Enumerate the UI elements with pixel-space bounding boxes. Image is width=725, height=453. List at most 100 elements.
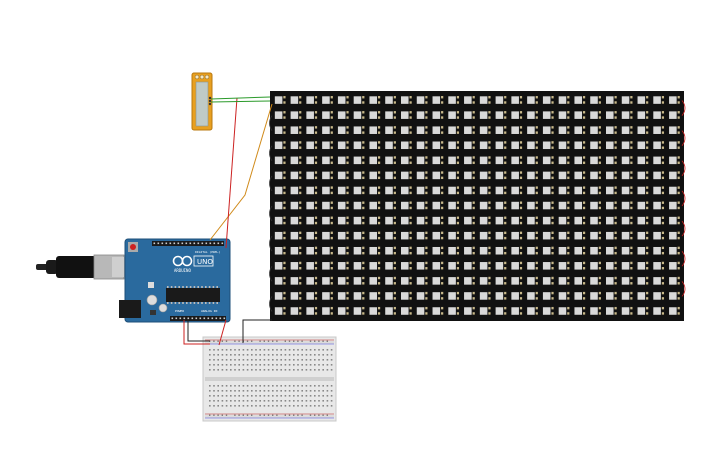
led-pixel [495, 246, 504, 255]
led-pixel [590, 111, 598, 119]
led-pixel [653, 111, 661, 119]
led-pixel [495, 292, 504, 300]
led-pixel [495, 262, 504, 270]
led-pixel [558, 216, 567, 225]
led-pixel [432, 262, 441, 270]
led-pixel [464, 262, 472, 270]
usb-cable[interactable] [36, 254, 125, 280]
power-analog-header[interactable] [170, 316, 226, 321]
led-pixel [432, 277, 441, 285]
led-pixel [385, 201, 393, 210]
led-pixel [605, 171, 614, 180]
led-pixel [274, 231, 283, 240]
led-pixel [558, 111, 567, 119]
led-pixel [448, 277, 456, 285]
arduino-uno-board[interactable]: ARDUINO UNO DIGITAL (PWM~) POWER ANALOG … [36, 238, 231, 323]
led-pixel [353, 246, 362, 255]
led-pixel [369, 171, 378, 180]
led-pixel [558, 277, 567, 285]
led-pixel [337, 292, 346, 300]
led-pixel [385, 141, 393, 150]
led-pixel [653, 171, 661, 180]
signal-wire-green-1[interactable] [210, 96, 271, 100]
led-pixel [621, 141, 630, 150]
led-pixel [369, 96, 378, 104]
power-wire-red-top[interactable] [225, 97, 238, 249]
led-pixel [322, 141, 330, 150]
led-pixel [511, 307, 519, 315]
led-pixel [511, 156, 519, 165]
led-pixel [400, 262, 409, 270]
led-pixel [448, 126, 456, 134]
led-pixel [479, 111, 488, 119]
dc-power-jack[interactable] [119, 300, 141, 318]
led-pixel [464, 126, 472, 134]
led-pixel [637, 246, 646, 255]
led-pixel [621, 216, 630, 225]
led-pixel [511, 201, 519, 210]
led-pixel [495, 111, 504, 119]
led-pixel [574, 156, 583, 165]
led-pixel [621, 231, 630, 240]
led-pixel [495, 171, 504, 180]
led-pixel [432, 186, 441, 195]
led-pixel [353, 307, 362, 315]
led-pixel [621, 96, 630, 104]
led-pixel [416, 186, 425, 195]
led-pixel [464, 141, 472, 150]
led-pixel [353, 201, 362, 210]
led-pixel [290, 292, 299, 300]
led-pixel [574, 307, 583, 315]
led-pixel [574, 277, 583, 285]
potentiometer-component[interactable] [191, 72, 213, 131]
led-pixel [590, 231, 598, 240]
led-pixel [542, 216, 551, 225]
led-pixel [464, 186, 472, 195]
signal-wire-green-2[interactable] [210, 100, 271, 103]
led-pixel [274, 126, 283, 134]
led-pixel [558, 141, 567, 150]
data-wire-orange[interactable] [209, 103, 273, 241]
led-pixel [353, 126, 362, 134]
led-pixel [306, 216, 314, 225]
led-pixel [337, 171, 346, 180]
led-pixel [511, 96, 519, 104]
led-pixel [385, 231, 393, 240]
led-pixel [337, 156, 346, 165]
led-pixel [369, 262, 378, 270]
model-text: UNO [197, 258, 213, 266]
led-pixel [590, 141, 598, 150]
led-pixel [464, 201, 472, 210]
led-pixel [290, 126, 299, 134]
led-pixel [637, 292, 646, 300]
led-pixel [290, 231, 299, 240]
led-pixel [306, 111, 314, 119]
led-pixel [353, 292, 362, 300]
led-pixel [511, 262, 519, 270]
led-pixel [385, 277, 393, 285]
ground-wire-black-matrix[interactable] [242, 319, 272, 343]
led-pixel [605, 307, 614, 315]
led-pixel [432, 231, 441, 240]
ground-wire-black-left[interactable] [187, 320, 210, 342]
led-pixel [464, 156, 472, 165]
power-wire-red-bottom[interactable] [218, 319, 227, 346]
led-pixel [400, 111, 409, 119]
led-pixel [306, 186, 314, 195]
led-pixel [479, 96, 488, 104]
led-pixel [353, 262, 362, 270]
led-matrix-panel[interactable] [269, 91, 686, 321]
led-pixel [605, 96, 614, 104]
led-pixel [653, 126, 661, 134]
led-pixel [274, 307, 283, 315]
led-pixel [337, 201, 346, 210]
led-pixel [416, 231, 425, 240]
breadboard[interactable] [202, 336, 337, 422]
led-pixel [416, 292, 425, 300]
digital-header[interactable] [152, 241, 224, 246]
led-pixel [432, 156, 441, 165]
led-pixel [448, 96, 456, 104]
power-wire-red-left[interactable] [183, 320, 210, 345]
led-pixel [590, 277, 598, 285]
